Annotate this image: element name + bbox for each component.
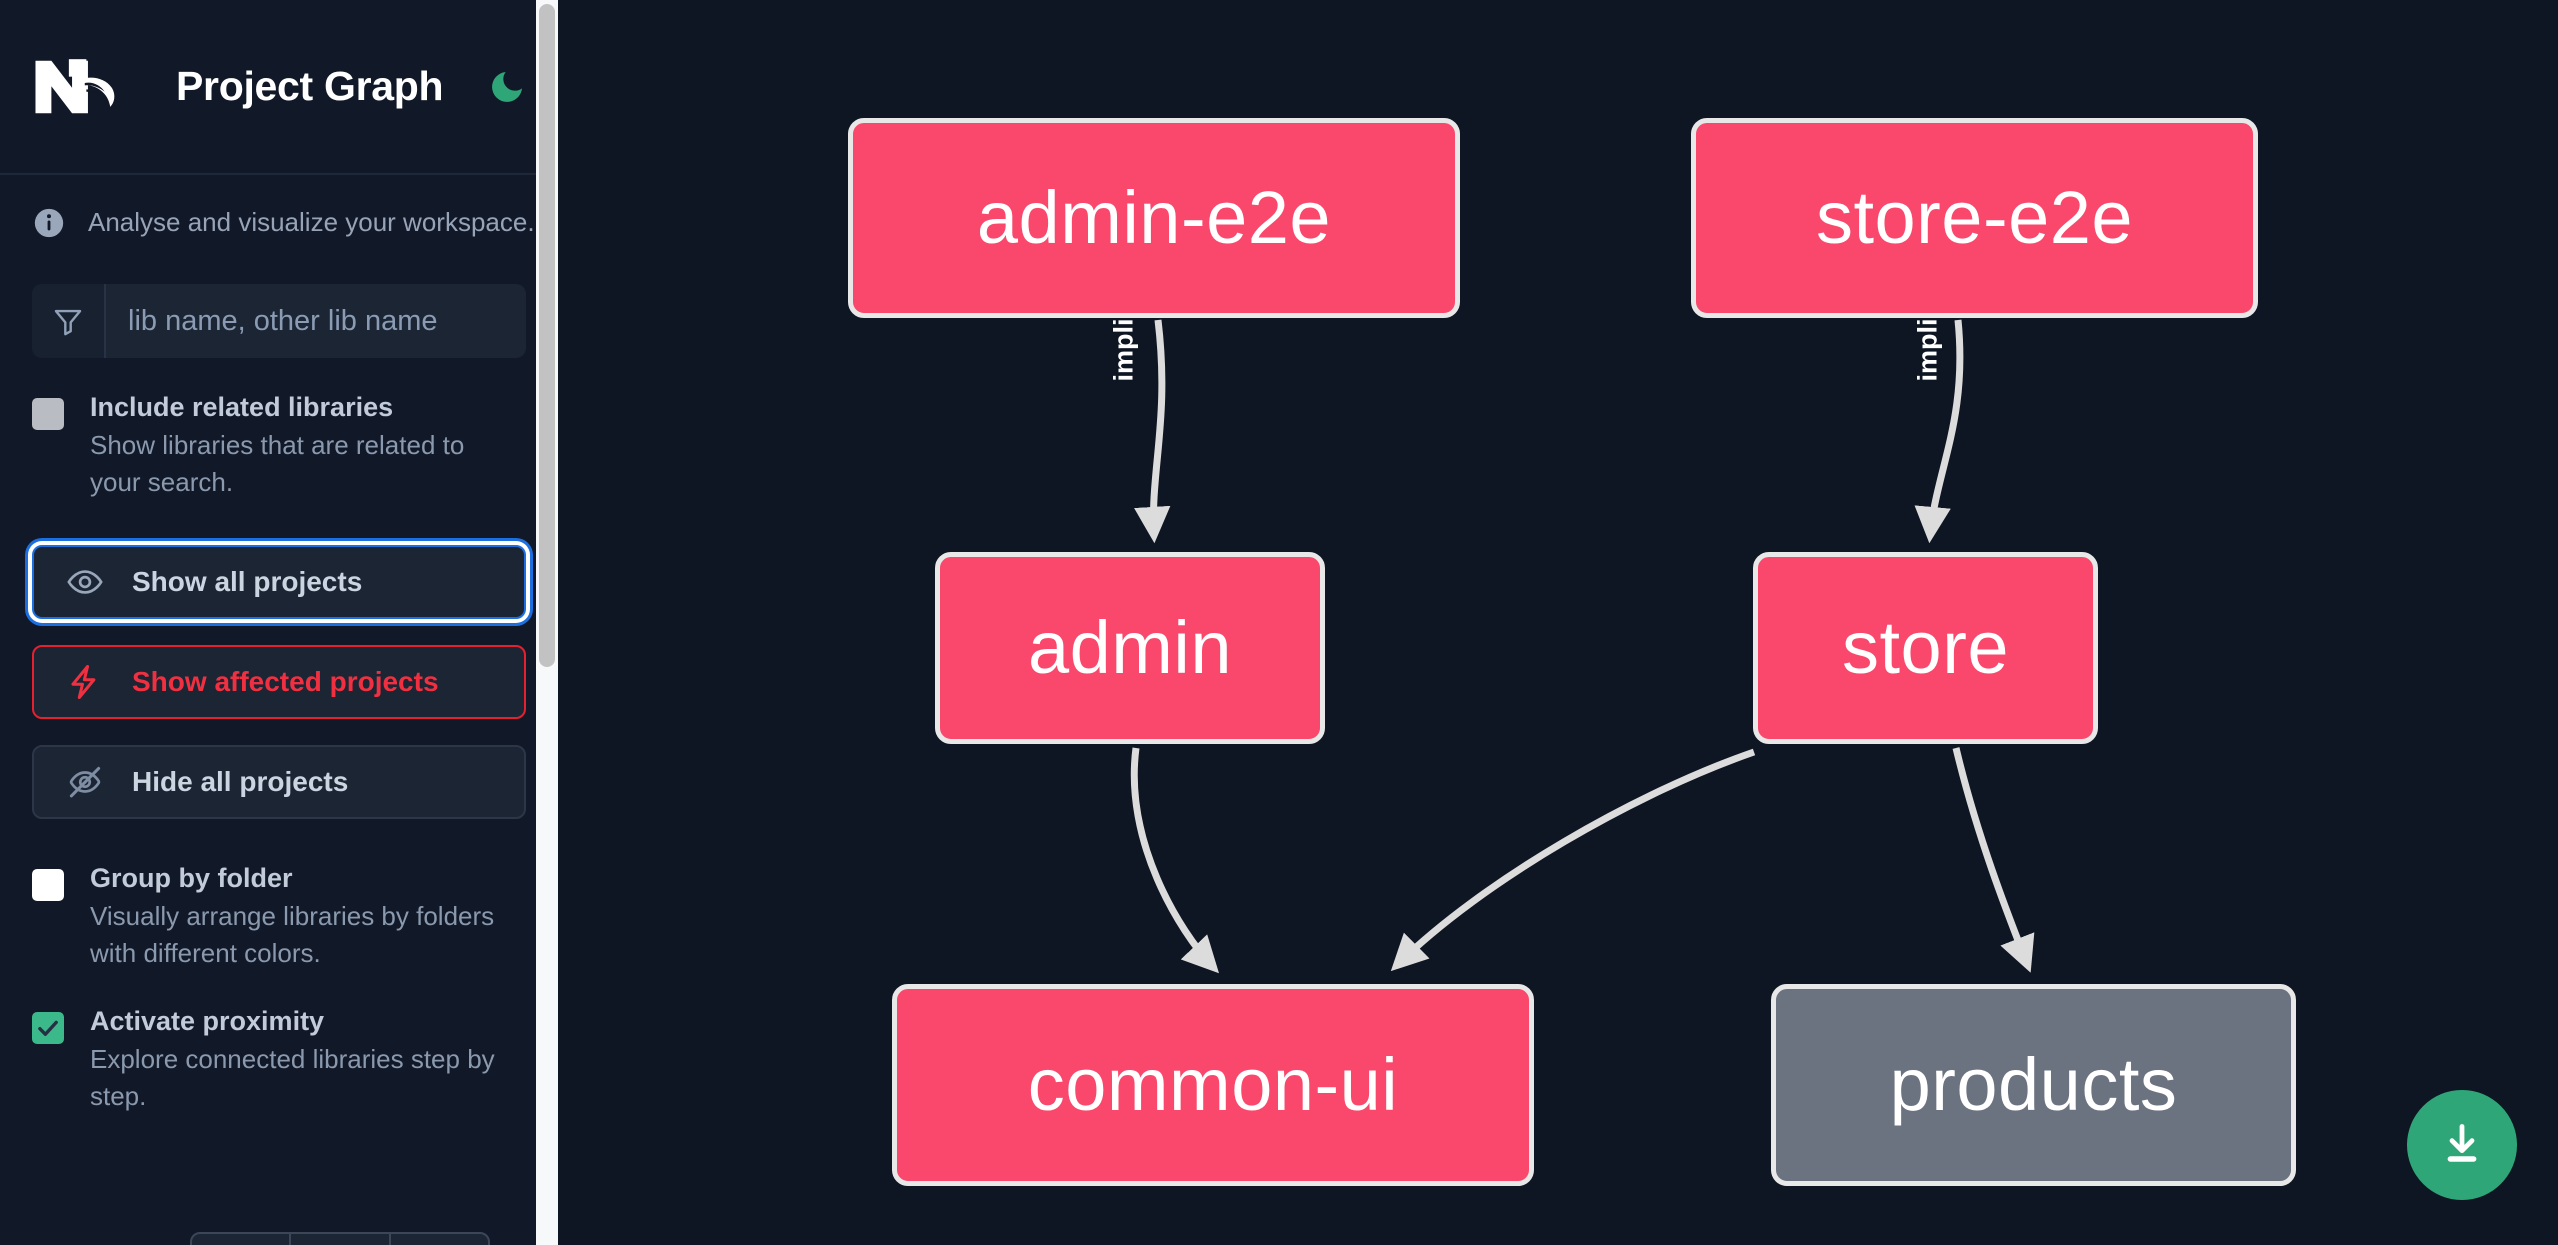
edge-admin-e2e-to-admin [1134,319,1171,544]
graph-node-label: admin [1027,606,1233,689]
activate-proximity-label: Activate proximity [90,1005,325,1036]
download-icon [2437,1119,2487,1172]
hide-all-projects-label: Hide all projects [132,765,349,797]
graph-node-common-ui[interactable]: common-ui [892,984,1534,1186]
search-field[interactable] [32,284,526,358]
activate-proximity-description: Explore connected libraries step by step… [90,1043,495,1111]
group-by-folder-option[interactable]: Group by folder Visually arrange librari… [0,863,558,972]
workspace-note-text: Analyse and visualize your workspace. [88,207,535,237]
graph-node-label: common-ui [1027,1043,1399,1126]
moon-icon[interactable] [485,65,529,109]
download-graph-button[interactable] [2407,1090,2517,1200]
include-related-libraries-description: Show libraries that are related to your … [90,430,465,497]
edge-store-to-common-ui [1390,748,1756,972]
search-input[interactable] [106,284,526,358]
page-title: Project Graph [176,63,444,109]
sidebar: Project Graph Analyse and visualize your… [0,0,558,1245]
include-related-libraries-option[interactable]: Include related libraries Show libraries… [0,392,558,501]
proximity-segment-1[interactable] [192,1234,292,1245]
edge-store-e2e-to-store [1914,319,1964,544]
group-by-folder-checkbox[interactable] [32,868,64,901]
nx-logo-icon [32,56,128,118]
show-all-projects-label: Show all projects [132,565,363,597]
graph-canvas[interactable]: implicit implicit admin-e2e store-e2e ad… [558,0,2558,1245]
hide-all-projects-button[interactable]: Hide all projects [32,744,526,819]
edge-store-to-products [1952,747,2035,973]
graph-node-label: admin-e2e [976,176,1332,259]
include-related-libraries-label: Include related libraries [90,392,394,422]
filter-icon [32,284,106,358]
proximity-segmented-control[interactable] [190,1232,490,1245]
show-all-projects-button[interactable]: Show all projects [32,544,526,619]
sidebar-scrollbar-thumb[interactable] [539,4,555,667]
graph-node-label: store [1841,606,2009,689]
activate-proximity-checkbox[interactable] [32,1011,64,1044]
include-related-libraries-checkbox[interactable] [32,398,64,430]
project-visibility-buttons: Show all projects Show affected projects [0,544,558,819]
eye-icon [64,563,106,601]
show-affected-projects-button[interactable]: Show affected projects [32,644,526,719]
eye-slash-icon [64,763,106,801]
proximity-segment-3[interactable] [391,1234,488,1245]
sidebar-scrollbar[interactable] [536,0,558,1245]
group-by-folder-label: Group by folder [90,862,293,893]
workspace-note: Analyse and visualize your workspace. [0,175,558,270]
edge-admin-to-common-ui [1130,747,1220,974]
graph-node-products[interactable]: products [1771,984,2296,1186]
sidebar-header: Project Graph [0,0,558,175]
graph-node-admin-e2e[interactable]: admin-e2e [848,118,1460,318]
graph-edges [1130,319,2035,974]
graph-node-store[interactable]: store [1753,552,2098,744]
proximity-segment-2[interactable] [291,1234,391,1245]
activate-proximity-option[interactable]: Activate proximity Explore connected lib… [0,1006,558,1115]
graph-node-label: store-e2e [1815,176,2134,259]
graph-node-admin[interactable]: admin [935,552,1325,744]
group-by-folder-description: Visually arrange libraries by folders wi… [90,900,495,968]
info-icon [32,206,66,240]
lightning-icon [64,663,106,701]
graph-node-store-e2e[interactable]: store-e2e [1691,118,2258,318]
show-affected-projects-label: Show affected projects [132,665,439,697]
graph-node-label: products [1889,1043,2178,1126]
